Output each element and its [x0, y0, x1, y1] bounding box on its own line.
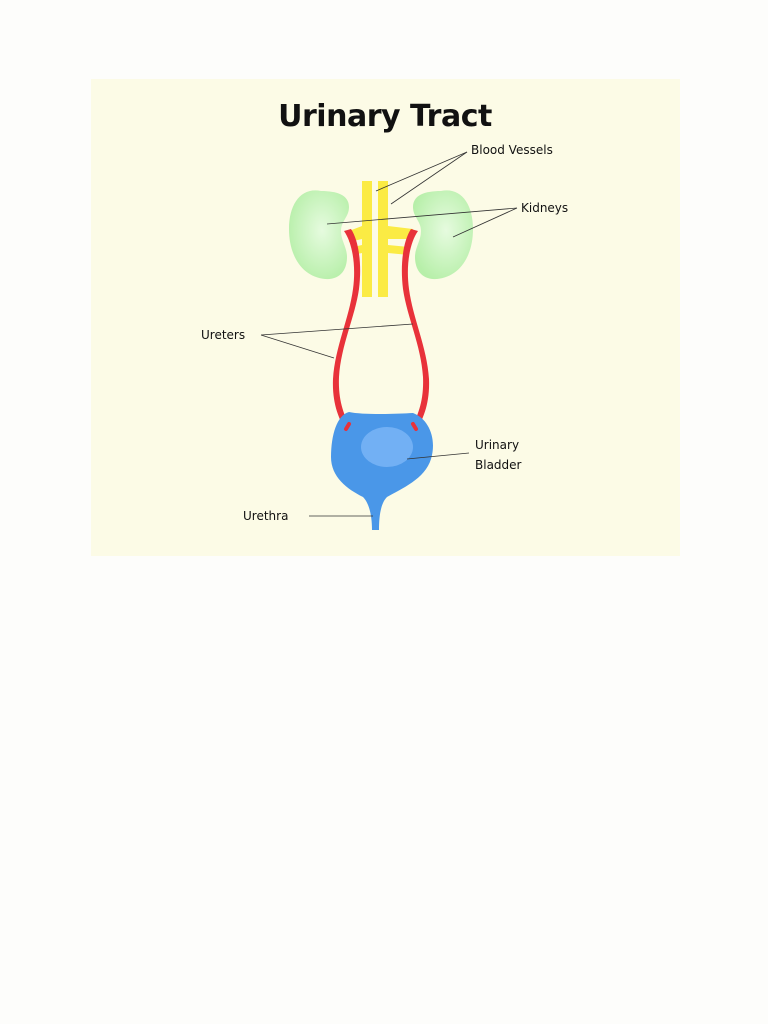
left-ureter-end [344, 422, 351, 431]
leader-lines [260, 151, 518, 517]
bladder-leader [406, 452, 470, 460]
label-kidneys: Kidneys [521, 201, 568, 215]
bladder-highlight [361, 427, 413, 467]
label-urinary: Urinary [475, 438, 519, 452]
left-kidney [289, 190, 349, 280]
label-urethra: Urethra [243, 509, 288, 523]
left-blood-vessel [362, 181, 372, 297]
label-ureters: Ureters [201, 328, 245, 342]
blood-vessels-leader-2 [390, 151, 468, 205]
right-renal-vessel [388, 226, 413, 239]
right-blood-vessel [378, 181, 388, 297]
kidneys-leader-2 [452, 207, 518, 238]
left-ureter [332, 229, 361, 431]
urinary-tract-diagram: Urinary Tract [91, 79, 680, 556]
right-ureter [401, 229, 430, 431]
blood-vessels-leader-1 [375, 151, 468, 192]
label-blood-vessels: Blood Vessels [471, 143, 553, 157]
kidneys-leader-1 [326, 207, 518, 225]
ureters-leader-1 [260, 323, 414, 336]
right-ureter-end [411, 422, 418, 431]
ureters-leader-2 [260, 334, 335, 359]
diagram-slide: Urinary Tract [91, 79, 680, 556]
diagram-title: Urinary Tract [278, 99, 492, 134]
label-bladder: Bladder [475, 458, 522, 472]
